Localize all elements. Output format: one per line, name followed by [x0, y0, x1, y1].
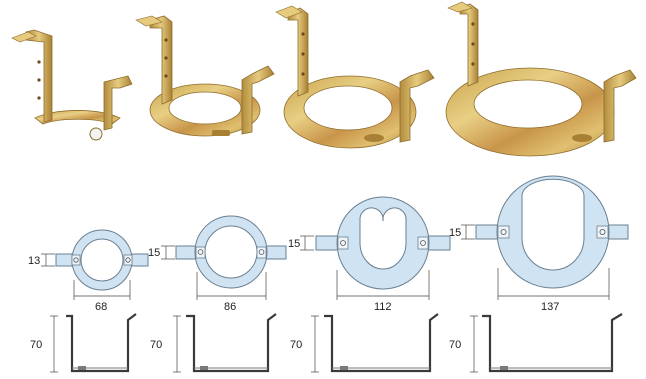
- bracket-photo-1: [11, 29, 133, 141]
- tab-width-label: 15: [288, 238, 300, 250]
- bracket-profile: [186, 313, 277, 373]
- ring-plate: [71, 229, 133, 291]
- bracket-profile: [482, 313, 623, 373]
- tab-width-label: 13: [28, 255, 40, 267]
- ring-plate: [336, 196, 430, 290]
- side-tab-left: [475, 224, 501, 240]
- ring-plate: [194, 215, 268, 289]
- side-view-2: 70: [150, 313, 277, 373]
- tab-width-label: 15: [449, 227, 461, 239]
- side-view-4: 70: [449, 313, 623, 373]
- bracket-photo-4: [445, 1, 637, 157]
- side-view-3: 70: [290, 313, 439, 373]
- ring-width-label: 68: [95, 301, 107, 313]
- height-label: 70: [290, 339, 302, 351]
- plan-view-2: 15 86: [148, 215, 287, 313]
- ring-width-label: 112: [374, 301, 392, 313]
- height-label: 70: [30, 339, 42, 351]
- side-view-1: 70: [30, 313, 137, 373]
- plan-view-3: 15 112: [288, 196, 451, 313]
- plan-view-1: 13 68: [28, 229, 149, 313]
- bracket-photo-3: [275, 5, 435, 149]
- bracket-photo-2: [135, 15, 275, 137]
- tab-width-label: 15: [148, 247, 160, 259]
- ring-plate: [496, 175, 610, 289]
- side-tab-left: [315, 235, 341, 251]
- side-tab-right: [425, 235, 451, 251]
- height-label: 70: [150, 339, 162, 351]
- ring-width-label: 137: [541, 301, 559, 313]
- bracket-profile: [66, 313, 137, 373]
- ring-width-label: 86: [224, 301, 236, 313]
- plan-view-4: 15 137: [449, 175, 629, 313]
- height-label: 70: [449, 339, 461, 351]
- bracket-profile: [324, 313, 439, 373]
